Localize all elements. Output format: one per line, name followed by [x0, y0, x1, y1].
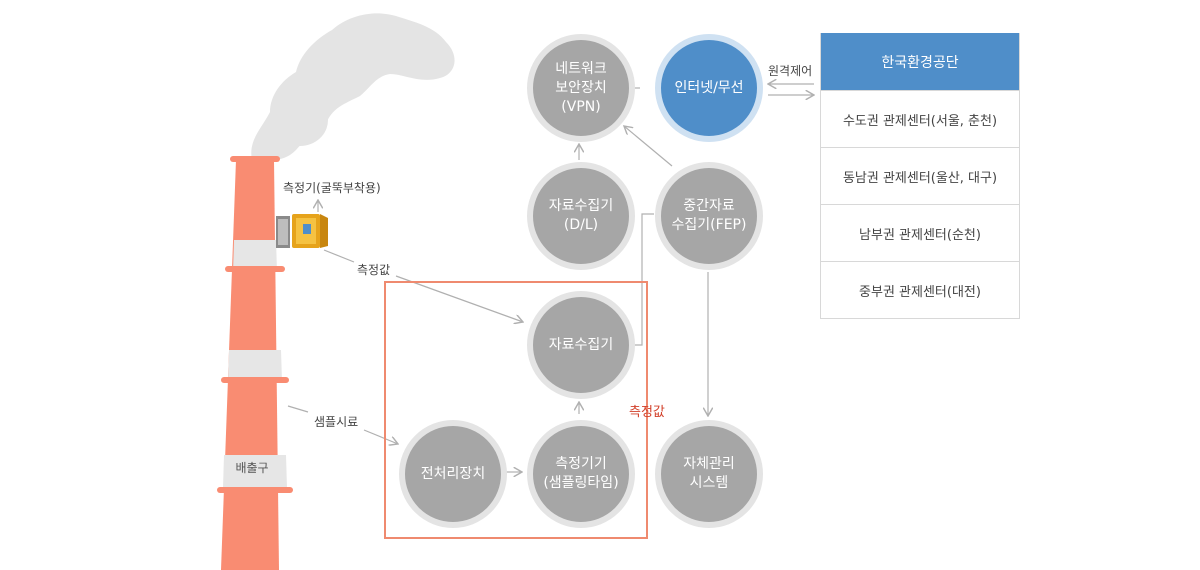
- node-self-label: 자체관리 시스템: [683, 456, 735, 491]
- connectors: [287, 84, 814, 472]
- node-self-management[interactable]: 자체관리 시스템: [655, 420, 763, 528]
- agency-table-row[interactable]: 중부권 관제센터(대전): [821, 261, 1019, 318]
- node-sampler[interactable]: 측정기기 (샘플링타임): [527, 420, 635, 528]
- node-preprocess-label: 전처리장치: [420, 465, 486, 482]
- measuring-device-icon: [276, 214, 328, 248]
- label-sample: 샘플시료: [314, 415, 359, 429]
- measurement-group-frame: [384, 281, 648, 539]
- label-remote-control: 원격제어: [768, 64, 813, 78]
- label-measured-value: 측정값: [357, 263, 391, 277]
- node-internet[interactable]: 인터넷/무선: [655, 34, 763, 142]
- node-preprocess[interactable]: 전처리장치: [399, 420, 507, 528]
- agency-table-row[interactable]: 남부권 관제센터(순천): [821, 204, 1019, 261]
- node-dl[interactable]: 자료수집기 (D/L): [527, 162, 635, 270]
- node-vpn-label: 네트워크 보안장치 (VPN): [555, 60, 607, 115]
- smoke-cloud: [251, 13, 455, 161]
- agency-table-row[interactable]: 수도권 관제센터(서울, 춘천): [821, 90, 1019, 147]
- node-vpn[interactable]: 네트워크 보안장치 (VPN): [527, 34, 635, 142]
- node-internet-label: 인터넷/무선: [674, 79, 744, 96]
- node-fep-label: 중간자료 수집기(FEP): [671, 198, 747, 233]
- agency-table: 한국환경공단 수도권 관제센터(서울, 춘천) 동남권 관제센터(울산, 대구)…: [820, 33, 1020, 319]
- node-collector-label: 자료수집기: [548, 336, 614, 353]
- agency-table-row[interactable]: 동남권 관제센터(울산, 대구): [821, 147, 1019, 204]
- node-sampler-label: 측정기기 (샘플링타임): [543, 456, 619, 491]
- label-measured-value-red: 측정값: [629, 405, 665, 420]
- node-collector[interactable]: 자료수집기: [527, 291, 635, 399]
- label-outlet: 배출구: [235, 461, 269, 475]
- label-chimney-device: 측정기(굴뚝부착용): [283, 181, 381, 195]
- node-dl-label: 자료수집기 (D/L): [548, 198, 614, 233]
- chimney: [217, 156, 293, 570]
- agency-table-header: 한국환경공단: [821, 33, 1019, 90]
- node-fep[interactable]: 중간자료 수집기(FEP): [655, 162, 763, 270]
